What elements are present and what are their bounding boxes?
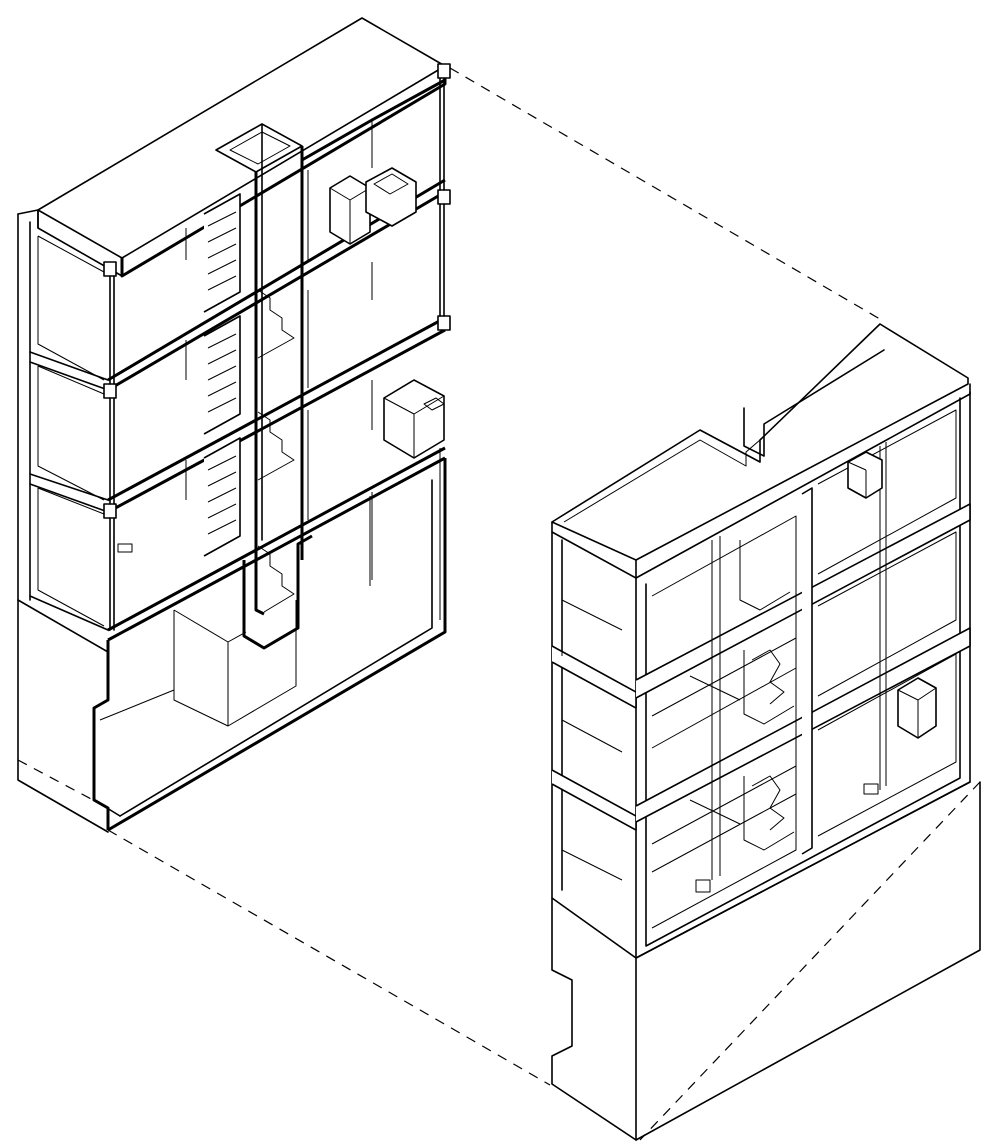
interior-columns bbox=[711, 442, 887, 880]
basement-level bbox=[92, 458, 447, 832]
exterior-plinth bbox=[551, 781, 981, 1141]
interior-boxes bbox=[695, 451, 937, 893]
floor-hatch bbox=[117, 543, 133, 553]
stair-flights bbox=[257, 289, 295, 613]
dashed-guide-lines bbox=[17, 67, 981, 1141]
right-section-rooms bbox=[301, 78, 446, 620]
exterior-roof bbox=[551, 323, 969, 561]
section-columns bbox=[109, 77, 445, 631]
central-core bbox=[215, 123, 313, 650]
interior-stairs bbox=[689, 540, 795, 851]
stair-stringers bbox=[203, 193, 241, 557]
sectioned-building bbox=[17, 17, 451, 833]
column-stubs bbox=[103, 63, 451, 519]
side-floor-bands bbox=[551, 599, 637, 881]
side-face bbox=[551, 531, 637, 959]
back-wall-frames bbox=[37, 228, 187, 627]
fixtures bbox=[329, 167, 445, 459]
left-exterior-wall bbox=[17, 213, 109, 833]
exterior-building bbox=[551, 323, 981, 1141]
